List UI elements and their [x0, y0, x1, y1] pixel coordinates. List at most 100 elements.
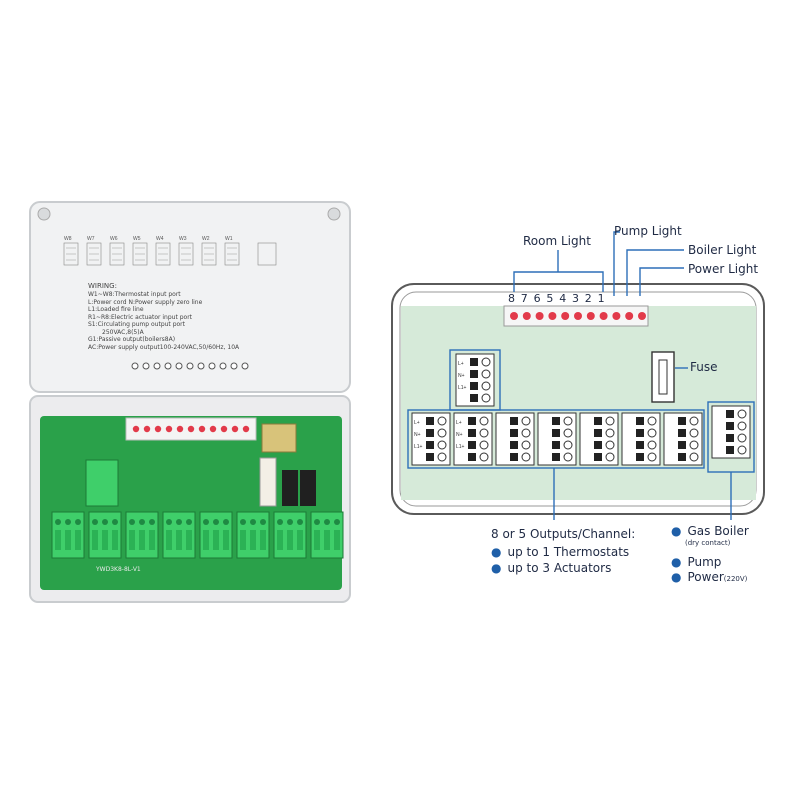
terminal-pin-label: L1+ — [456, 444, 465, 450]
board-terminal-block — [88, 511, 122, 559]
terminal-screw — [437, 440, 447, 450]
board-leds — [132, 425, 250, 433]
board-led — [143, 425, 151, 433]
lid-channel-label: W1 — [225, 236, 233, 242]
terminal-slot — [75, 530, 81, 550]
terminal-screw — [112, 519, 118, 525]
room-light-label: Room Light — [523, 234, 591, 248]
terminal-slot — [468, 453, 476, 461]
terminal-screw — [479, 428, 489, 438]
outputs-item-actuators: ●up to 3 Actuators — [491, 561, 612, 575]
terminal-screw — [647, 428, 657, 438]
board-terminal-block — [162, 511, 196, 559]
terminal-slot — [314, 530, 320, 550]
terminal-screw — [75, 519, 81, 525]
terminal-screw — [689, 428, 699, 438]
lid-wiring-heading: WIRING: — [88, 282, 117, 290]
terminal-slot — [594, 453, 602, 461]
terminal-screw — [737, 445, 747, 455]
diagram-terminal-block — [495, 412, 535, 466]
terminal-screw — [149, 519, 155, 525]
terminal-screw — [563, 452, 573, 462]
terminal-screw — [605, 416, 615, 426]
terminal-slot — [213, 530, 219, 550]
diagram-terminal-block — [663, 412, 703, 466]
screw-hole — [37, 207, 51, 221]
terminal-slot — [277, 530, 283, 550]
terminal-screw — [479, 416, 489, 426]
terminal-screw — [240, 519, 246, 525]
board-label: YWD3K8-8L-V1 — [96, 566, 141, 573]
terminal-slot — [203, 530, 209, 550]
terminal-slot — [470, 382, 478, 390]
terminal-screw — [297, 519, 303, 525]
lid-indicator-holes — [131, 362, 249, 370]
diagram-terminal-block — [711, 405, 751, 459]
terminal-slot — [636, 429, 644, 437]
terminal-slot — [334, 530, 340, 550]
terminal-screw — [287, 519, 293, 525]
diagram-led — [586, 312, 595, 320]
terminal-screw — [605, 452, 615, 462]
board-led — [176, 425, 184, 433]
terminal-pin-label: L+ — [456, 420, 462, 426]
terminal-slot — [223, 530, 229, 550]
terminal-slot — [594, 417, 602, 425]
terminal-slot — [470, 394, 478, 402]
gas-boiler-note: (dry contact) — [685, 539, 731, 547]
power-light-label: Power Light — [688, 262, 759, 276]
terminal-screw — [139, 519, 145, 525]
terminal-screw — [563, 416, 573, 426]
diagram-terminal-block: L+N+L1+ — [453, 412, 493, 466]
lid-channel-box — [109, 242, 125, 266]
lid-channel-label: W8 — [64, 236, 72, 242]
terminal-screw — [521, 428, 531, 438]
board-led — [242, 425, 250, 433]
board-terminal-block — [310, 511, 344, 559]
diagram-led — [535, 312, 544, 320]
board-led — [198, 425, 206, 433]
terminal-slot — [726, 446, 734, 454]
led-number: 5 — [546, 292, 554, 305]
board-led — [132, 425, 140, 433]
terminal-slot — [468, 417, 476, 425]
terminal-slot — [250, 530, 256, 550]
board-led — [220, 425, 228, 433]
indicator-hole — [197, 362, 205, 370]
terminal-slot — [112, 530, 118, 550]
lid-channel-label: W6 — [110, 236, 118, 242]
diagram-terminal-block — [621, 412, 661, 466]
terminal-screw — [479, 440, 489, 450]
lid-wiring-line: L1:Loaded fire line — [88, 306, 144, 313]
lid-wiring-line: AC:Power supply output100-240VAC,50/60Hz… — [88, 343, 240, 351]
terminal-screw — [647, 440, 657, 450]
pump-light-label: Pump Light — [614, 224, 682, 238]
terminal-screw — [521, 416, 531, 426]
terminal-pin-label: L1+ — [458, 385, 467, 391]
terminal-slot — [102, 530, 108, 550]
terminal-screw — [689, 440, 699, 450]
terminal-slot — [149, 530, 155, 550]
lid-channel-label: W3 — [179, 236, 187, 242]
indicator-hole — [219, 362, 227, 370]
board-terminal-block — [273, 511, 307, 559]
diagram-terminal-block — [537, 412, 577, 466]
lid-wiring-line: S1:Circulating pump output port — [88, 321, 185, 328]
lid-wiring-line: 250VAC,8(5)A — [102, 328, 144, 336]
diagram-led — [510, 312, 518, 320]
terminal-slot — [166, 530, 172, 550]
fuse-label: Fuse — [690, 360, 718, 374]
terminal-slot — [678, 441, 686, 449]
diagram-leds — [510, 312, 646, 320]
board-terminal-block — [125, 511, 159, 559]
terminal-slot — [129, 530, 135, 550]
indicator-hole — [164, 362, 172, 370]
terminal-slot — [260, 530, 266, 550]
terminal-slot — [636, 453, 644, 461]
led-number: 3 — [572, 292, 579, 305]
terminal-screw — [563, 428, 573, 438]
relay — [282, 470, 298, 506]
led-number: 6 — [533, 292, 541, 305]
terminal-slot — [552, 441, 560, 449]
lid-aux-box — [257, 242, 277, 266]
